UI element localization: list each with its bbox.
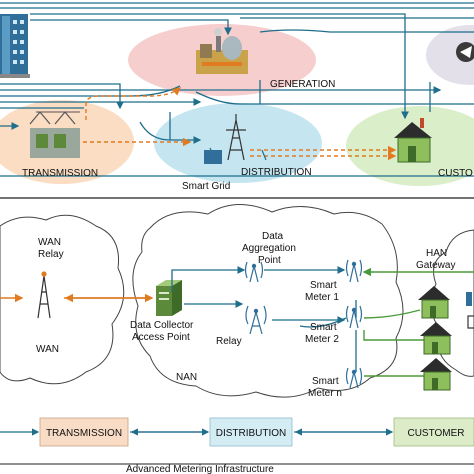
aggregation-label-line1: Data [262,231,284,242]
control-center-building-icon [0,14,30,78]
han-gateway-label-line2: Gateway [416,260,455,271]
distribution-zone [154,103,322,183]
smart-meter-n-label-line1: Smart [312,376,339,387]
customer-box [393,417,474,447]
power-plant-icon [196,28,248,74]
transmission-box [39,417,129,447]
customer-house-icon [394,118,432,163]
smart-meter-1-icon [345,259,363,283]
smart-grid-panel: GENERATION TRANSMISSION DISTRIBUTION [0,2,474,192]
han-links [362,267,474,377]
data-collector-label-line1: Data Collector [130,320,194,331]
smart-meter-2-icon [345,305,363,329]
aggregation-label-line3: Point [258,255,281,266]
transmission-label: TRANSMISSION [22,168,98,179]
nan-relay-antenna-icon [245,305,267,335]
customer-box-label: CUSTOMER [407,428,464,439]
distribution-box [209,417,293,447]
smart-meter-n-icon [345,367,363,389]
aggregation-antenna-icon [244,261,264,283]
smart-meter-n-label-line2: Meter n [308,388,342,399]
customer-label: CUSTO [438,168,473,179]
substation-icon [29,111,80,158]
distribution-substation-icon [204,150,222,164]
smart-meter-2-label-line1: Smart [310,322,337,333]
generation-zone-right [426,25,474,85]
smart-meter-2-label-line2: Meter 2 [305,334,339,345]
aggregation-label-line2: Aggregation [242,243,296,254]
smart-grid-caption: Smart Grid [182,181,230,192]
wan-relay-tower-icon [37,271,51,319]
customer-house-3-icon [420,358,452,391]
generation-label: GENERATION [270,79,335,90]
han-display-icon [467,315,474,329]
customer-house-2-icon [420,322,452,355]
distribution-label: DISTRIBUTION [241,167,312,178]
nan-cloud [132,203,404,398]
ami-caption: Advanced Metering Infrastructure [126,464,274,474]
han-gateway-label-line1: HAN [426,248,447,259]
domain-bar: TRANSMISSION DISTRIBUTION CUSTOMER [0,417,474,447]
relay-label: Relay [216,336,242,347]
wan-cloud [0,214,125,385]
power-flow-lines [76,87,397,161]
nan-label: NAN [176,372,197,383]
data-collector-label-line2: Access Point [132,332,190,343]
customer-house-1-icon [418,286,450,319]
nan-links [171,266,357,372]
renewable-source-icon [456,42,474,62]
smart-meter-1-label-line2: Meter 1 [305,292,339,303]
wan-relay-label-line1: WAN [38,237,61,248]
han-gateway-device-icon [466,292,472,306]
transmission-box-label: TRANSMISSION [46,428,122,439]
wan-relay-label-line2: Relay [38,249,64,260]
ami-panel: WAN Relay WAN Data Collector Access Poin… [0,203,474,474]
smart-meter-1-label-line1: Smart [310,280,337,291]
distribution-box-label: DISTRIBUTION [216,428,287,439]
data-collector-icon [156,280,182,316]
wan-label: WAN [36,344,59,355]
